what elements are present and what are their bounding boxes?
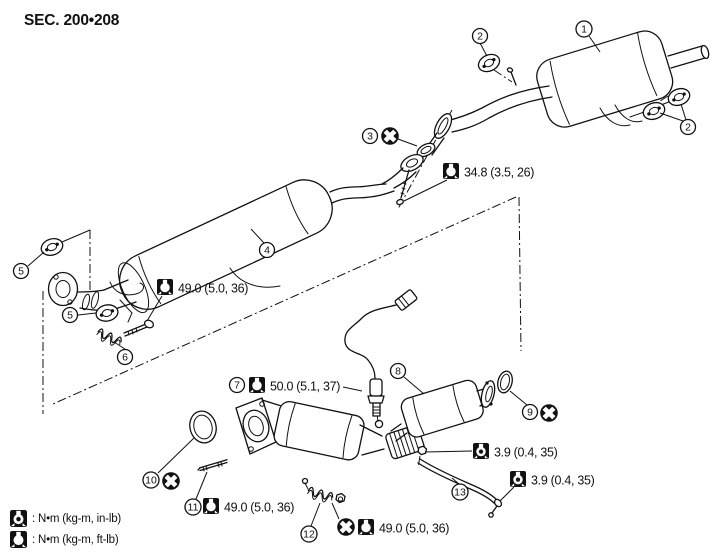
rear-muffler bbox=[445, 30, 710, 133]
svg-text:9: 9 bbox=[527, 407, 533, 419]
svg-text:50.0 (5.1, 37): 50.0 (5.1, 37) bbox=[270, 380, 340, 394]
center-muffler bbox=[47, 179, 395, 323]
svg-text:1: 1 bbox=[581, 24, 587, 36]
torque-label-front-spring-nut: 49.0 (5.0, 36) bbox=[358, 519, 450, 536]
torque-in-lb-icon bbox=[10, 510, 27, 527]
gasket-9 bbox=[497, 370, 513, 394]
callout-9: 9 bbox=[521, 403, 539, 421]
svg-text:10: 10 bbox=[145, 475, 157, 487]
svg-text:3.9 (0.4, 35): 3.9 (0.4, 35) bbox=[494, 446, 558, 460]
legend-label-in-lb: : N•m (kg-m, in-lb) bbox=[32, 512, 122, 525]
callout-4: 4 bbox=[258, 241, 276, 259]
rubber-mount-5b bbox=[93, 302, 121, 324]
gasket-10 bbox=[189, 410, 217, 444]
rubber-mount-2a bbox=[474, 50, 504, 76]
legend-row-ft-lb: : N•m (kg-m, ft-lb) bbox=[10, 529, 121, 550]
callout-11: 11 bbox=[184, 498, 202, 516]
catalytic-converter bbox=[390, 379, 496, 442]
svg-text:3.9 (0.4, 35): 3.9 (0.4, 35) bbox=[531, 474, 595, 488]
torque-label-front-stud: 49.0 (5.0, 36) bbox=[203, 498, 295, 515]
svg-text:8: 8 bbox=[395, 366, 401, 378]
rubber-mount-5a bbox=[38, 235, 66, 259]
callout-2b: 2 bbox=[679, 118, 697, 136]
callout-6: 6 bbox=[116, 348, 134, 366]
callout-13: 13 bbox=[451, 483, 469, 501]
svg-text:49.0 (5.0, 36): 49.0 (5.0, 36) bbox=[379, 522, 449, 536]
svg-text:49.0 (5.0, 36): 49.0 (5.0, 36) bbox=[178, 282, 248, 296]
svg-text:5: 5 bbox=[18, 266, 24, 278]
non-reusable-icon-3 bbox=[381, 127, 399, 145]
svg-text:6: 6 bbox=[122, 352, 128, 364]
support-rod-13 bbox=[417, 445, 503, 518]
callout-1: 1 bbox=[575, 20, 593, 38]
callout-12: 12 bbox=[300, 525, 318, 543]
callout-5b: 5 bbox=[61, 306, 79, 324]
non-reusable-icon-9 bbox=[540, 404, 558, 422]
svg-text:12: 12 bbox=[303, 529, 315, 541]
torque-label-center-spring-bolt: 49.0 (5.0, 36) bbox=[157, 279, 249, 296]
callout-3: 3 bbox=[361, 127, 379, 145]
callout-8: 8 bbox=[389, 362, 407, 380]
muffler-joint bbox=[381, 113, 453, 206]
torque-label-support-bolt-lower: 3.9 (0.4, 35) bbox=[510, 471, 595, 488]
torque-label-o2-sensor: 50.0 (5.1, 37) bbox=[249, 377, 341, 394]
legend: : N•m (kg-m, in-lb) : N•m (kg-m, ft-lb) bbox=[10, 508, 121, 550]
svg-text:2: 2 bbox=[477, 31, 483, 43]
svg-text:3: 3 bbox=[367, 131, 373, 143]
svg-text:2: 2 bbox=[685, 122, 691, 134]
torque-label-muffler-joint: 34.8 (3.5, 26) bbox=[443, 163, 535, 180]
oxygen-sensor bbox=[344, 289, 418, 417]
legend-label-ft-lb: : N•m (kg-m, ft-lb) bbox=[32, 533, 119, 546]
non-reusable-icon-10 bbox=[162, 472, 180, 490]
svg-text:49.0 (5.0, 36): 49.0 (5.0, 36) bbox=[224, 501, 294, 515]
callout-10: 10 bbox=[142, 471, 160, 489]
non-reusable-icon-spring-nut bbox=[337, 518, 355, 536]
leader-lines bbox=[27, 35, 687, 527]
svg-text:11: 11 bbox=[188, 502, 199, 514]
callout-7: 7 bbox=[228, 376, 246, 394]
front-tube-assembly bbox=[235, 397, 425, 461]
callout-5a: 5 bbox=[12, 262, 30, 280]
svg-text:7: 7 bbox=[234, 380, 240, 392]
spring-and-nut-12 bbox=[301, 477, 346, 504]
torque-ft-lb-icon bbox=[10, 531, 27, 548]
section-title: SEC. 200•208 bbox=[24, 12, 120, 29]
callouts: 1 2 2 3 4 5 5 6 7 8 9 10 11 12 13 bbox=[12, 20, 697, 543]
callout-2a: 2 bbox=[471, 27, 489, 45]
svg-text:13: 13 bbox=[454, 487, 466, 499]
stud-bolt-11 bbox=[197, 459, 228, 472]
svg-text:34.8 (3.5, 26): 34.8 (3.5, 26) bbox=[464, 166, 534, 180]
svg-text:5: 5 bbox=[67, 310, 73, 322]
torque-label-support-nut-upper: 3.9 (0.4, 35) bbox=[473, 443, 558, 460]
spring-and-bolt-6 bbox=[96, 319, 155, 346]
svg-text:4: 4 bbox=[264, 245, 270, 257]
legend-row-in-lb: : N•m (kg-m, in-lb) bbox=[10, 508, 121, 529]
